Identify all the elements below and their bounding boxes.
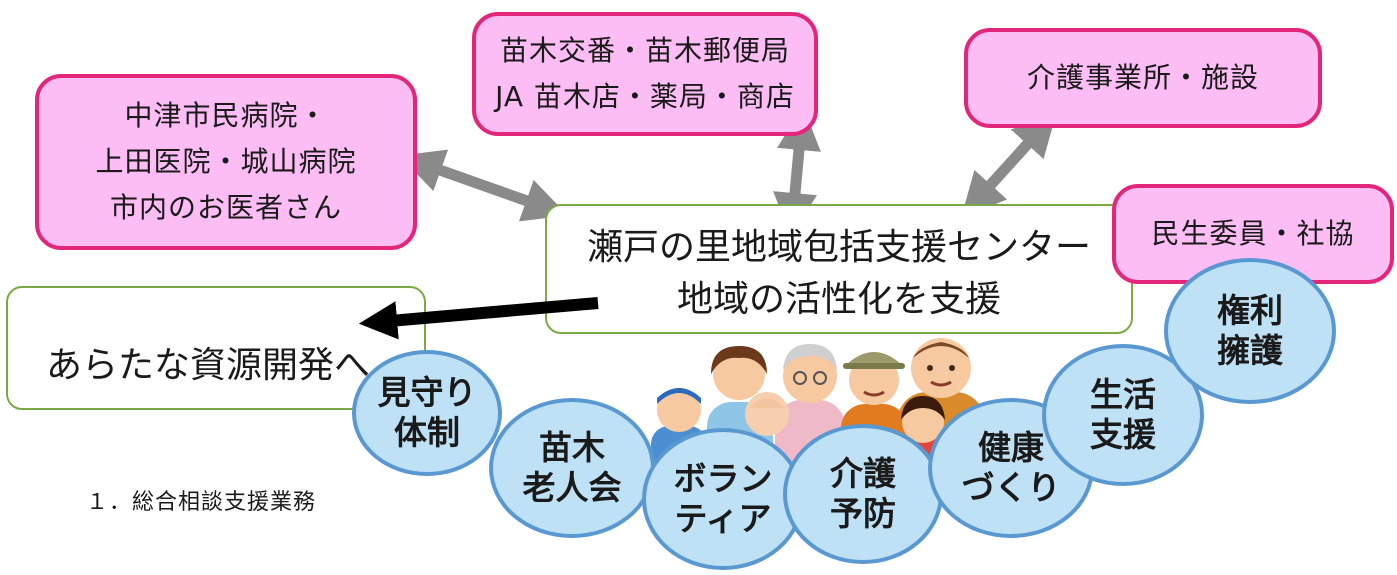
circle-rights-advocacy: 権利 擁護 [1164, 258, 1336, 404]
welfare-line-1: 民生委員・社協 [1151, 217, 1355, 250]
circle-health-line-1: 健康 [978, 428, 1044, 467]
section-caption: １．総合相談支援業務 [86, 490, 317, 515]
local-line-1: 苗木交番・苗木郵便局 [499, 34, 790, 67]
circle-elders-line-2: 老人会 [522, 468, 622, 507]
hospital-box: 中津市民病院・ 上田医院・城山病院 市内のお医者さん [35, 74, 417, 250]
hospital-line-1: 中津市民病院・ [124, 99, 328, 132]
care-facilities-box: 介護事業所・施設 [964, 28, 1322, 128]
circle-health-line-2: づくり [961, 468, 1061, 507]
circle-naegi-elders-club: 苗木 老人会 [489, 398, 655, 538]
hospital-line-3: 市内のお医者さん [109, 191, 342, 224]
local-facilities-box: 苗木交番・苗木郵便局 JA 苗木店・薬局・商店 [472, 12, 818, 136]
circle-life-line-1: 生活 [1090, 375, 1156, 414]
circle-care-prevention: 介護 予防 [783, 424, 943, 564]
support-center-box: 瀬戸の里地域包括支援センター 地域の活性化を支援 [545, 204, 1133, 334]
circle-watch-system: 見守り 体制 [352, 350, 502, 476]
support-center-title: 瀬戸の里地域包括支援センター [586, 227, 1091, 268]
circle-rights-line-1: 権利 [1217, 291, 1283, 330]
arrow-care-center [961, 111, 1057, 218]
new-resource-box: あらたな資源開発へ [6, 286, 426, 410]
support-center-subtitle: 地域の活性化を支援 [676, 279, 1001, 320]
arrow-hospital-center [399, 149, 568, 222]
circle-volunteer: ボラン ティア [642, 428, 804, 570]
baby-figure [745, 392, 789, 436]
circle-watch-line-1: 見守り [377, 373, 477, 412]
circle-elders-line-1: 苗木 [539, 428, 605, 467]
hospital-line-2: 上田医院・城山病院 [95, 145, 357, 178]
arrow-local-center [773, 106, 821, 237]
circle-volunteer-line-2: ティア [674, 499, 772, 538]
circle-watch-line-2: 体制 [394, 413, 460, 452]
circle-volunteer-line-1: ボラン [673, 459, 773, 498]
circle-life-line-2: 支援 [1090, 415, 1156, 454]
new-resource-label: あらたな資源開発へ [46, 345, 371, 386]
circle-rights-line-2: 擁護 [1217, 331, 1283, 370]
circle-prevention-line-2: 予防 [830, 494, 896, 533]
local-line-2: JA 苗木店・薬局・商店 [495, 80, 795, 113]
care-line-1: 介護事業所・施設 [1026, 61, 1259, 94]
circle-prevention-line-1: 介護 [830, 454, 896, 493]
